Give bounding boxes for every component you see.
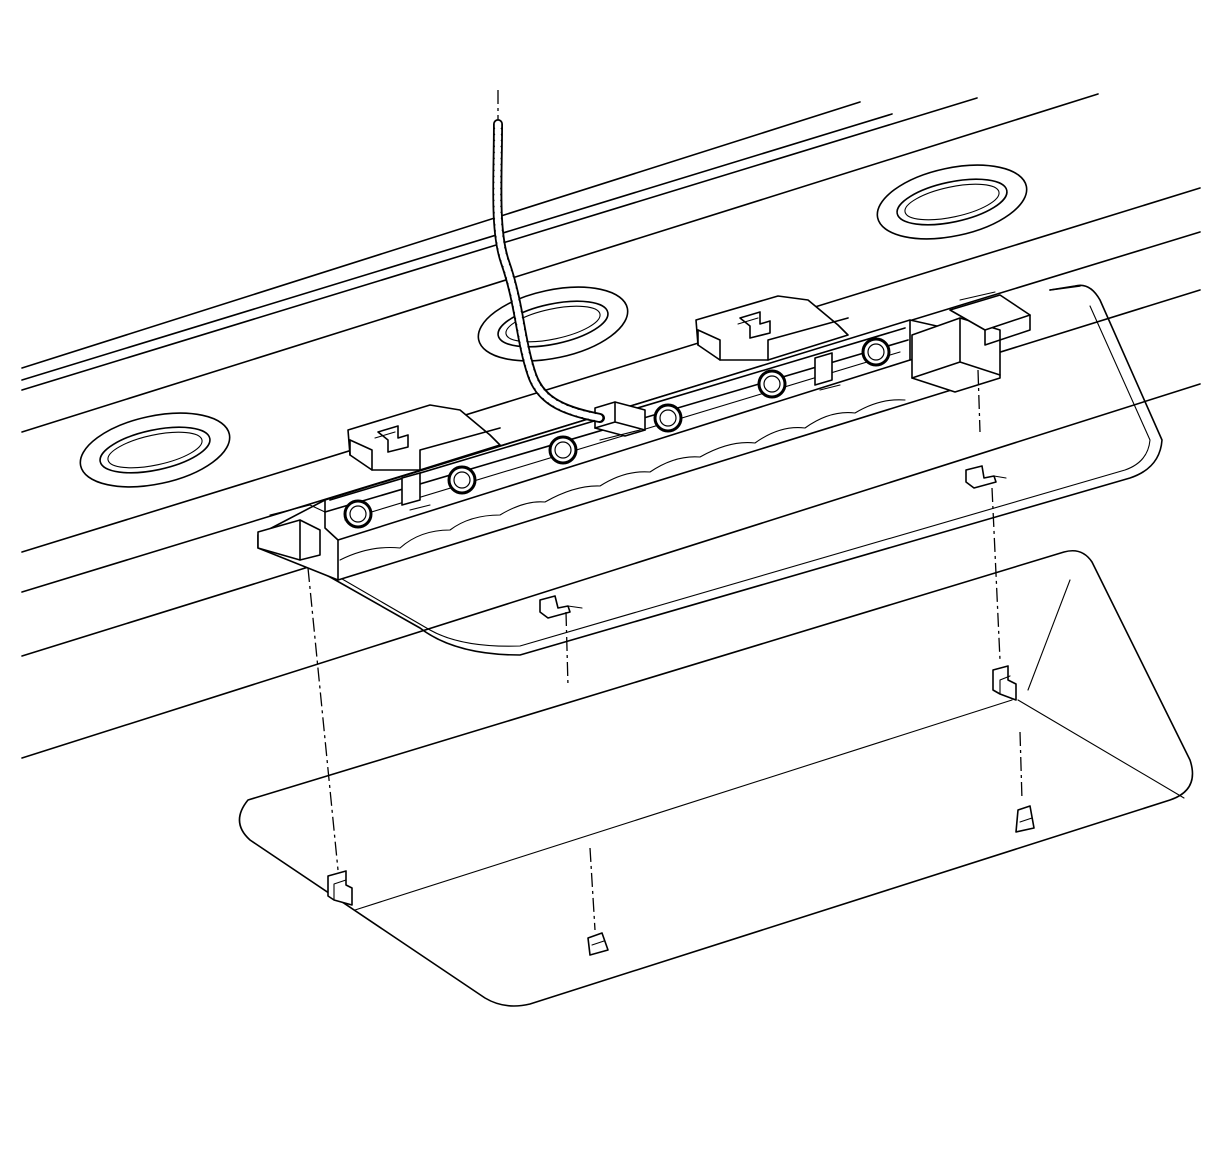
bulb-6 [861, 337, 891, 367]
bulb-3 [548, 435, 578, 465]
housing-clip-right [965, 465, 1007, 489]
alignment-line-1 [307, 567, 339, 871]
roof-oval-opening-right [876, 164, 1028, 240]
alignment-line-4 [1019, 731, 1023, 801]
alignment-lines [307, 369, 1023, 931]
housing-clip-left [539, 595, 583, 619]
mounting-bracket-right [695, 295, 849, 361]
retaining-clips [327, 465, 1035, 956]
lamp-bulbs [343, 337, 891, 529]
alignment-line-3b [991, 487, 1001, 661]
mounting-bracket-left [347, 404, 501, 471]
alignment-line-2 [565, 611, 569, 687]
retaining-clip-1 [327, 870, 353, 906]
retaining-clip-4 [1015, 805, 1035, 833]
roof-oval-opening-left [79, 412, 231, 488]
retaining-clip-3 [992, 665, 1017, 701]
roof-oval-opening-center [477, 286, 629, 362]
bulb-5 [757, 369, 787, 399]
bulb-1 [343, 499, 373, 529]
bulb-4 [653, 403, 683, 433]
lamp-lens [238, 549, 1194, 1007]
lamp-housing [257, 284, 1163, 656]
bulb-2 [447, 465, 477, 495]
retaining-clip-2 [587, 932, 609, 956]
wiring-harness [492, 90, 605, 423]
alignment-line-2b [589, 847, 596, 931]
alignment-line-3 [977, 369, 981, 433]
